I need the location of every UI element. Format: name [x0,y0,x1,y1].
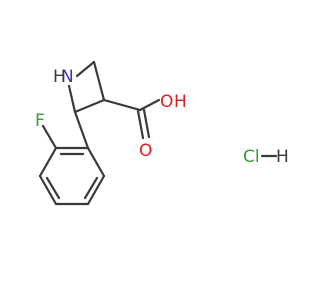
bond-c2-c3 [92,60,106,102]
phenyl-bond-1 [86,146,106,178]
bond-c-f [41,124,58,150]
chlorine-label: Cl [243,147,260,167]
phenyl-bond-5 [38,146,58,178]
bond-c-o-double-1 [136,109,145,140]
carbonyl-oxygen-label: O [139,141,152,161]
bond-n-c2 [75,60,96,78]
bond-c3-c4 [73,98,106,114]
bond-c4-phenyl [73,110,90,150]
bond-c-o-double-2 [142,108,151,139]
nitrogen-hydrogen-label: H [53,67,66,87]
structure-canvas: N H O H O F Cl H [35,60,289,206]
phenyl-inner-bond-2 [45,176,61,200]
hydroxyl-hydrogen-label: H [174,92,187,112]
bond-c-oh [138,98,161,112]
hydroxyl-oxygen-label: O [160,92,173,112]
phenyl-bond-4 [38,174,58,206]
nitrogen-label: N [61,67,74,87]
phenyl-bond-2 [86,174,106,206]
phenyl-inner-bond-1 [83,176,99,200]
bond-n-c5 [67,84,77,114]
bond-c3-ccooh [102,98,142,112]
molecule-diagram: N H O H O F Cl H [35,60,289,206]
fluorine-label: F [35,111,45,131]
hcl-hydrogen-label: H [276,147,289,167]
